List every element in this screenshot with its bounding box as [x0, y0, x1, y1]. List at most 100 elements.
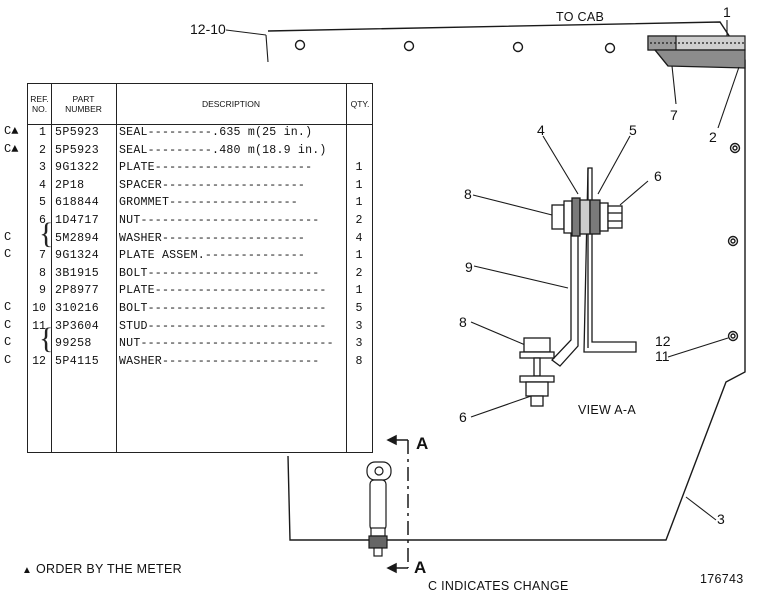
description: WASHER--------------------: [119, 231, 306, 245]
plate-outline: [267, 21, 746, 541]
change-mark: C: [4, 352, 12, 367]
quantity: 1: [355, 249, 363, 263]
change-mark: C: [4, 317, 12, 332]
bolt-hole: [403, 40, 415, 52]
view-label: VIEW A-A: [578, 403, 636, 417]
quantity: 5: [355, 302, 363, 315]
quantity: 8: [355, 354, 363, 368]
description: PLATE------------------------: [119, 284, 327, 298]
header-description: DESCRIPTION: [201, 99, 261, 109]
callout-8-top: 8: [464, 186, 472, 202]
callout-8-bottom: 8: [459, 314, 467, 330]
description: STUD-------------------------: [119, 319, 327, 333]
description: PLATE ASSEM.--------------: [119, 249, 306, 263]
section-letter-top: A: [416, 434, 429, 453]
description: NUT---------------------------: [119, 337, 334, 351]
stud-assembly: [366, 461, 392, 557]
callout-2: 2: [709, 129, 717, 145]
table-row: 4 2P18 SPACER-------------------- 1: [28, 177, 372, 195]
callout-11: 11: [655, 348, 670, 364]
drawing-number: 176743: [700, 572, 744, 586]
ref-no: 4: [39, 178, 46, 192]
callout-6-top: 6: [654, 168, 662, 184]
nut-washer: [732, 145, 738, 151]
description: GROMMET------------------: [119, 196, 298, 210]
part-number: 3B1915: [55, 266, 100, 280]
callout-7: 7: [670, 107, 678, 123]
part-number: 9G1324: [55, 249, 100, 263]
table-row: 1 5P5923 SEAL---------.635 m(25 in.): [28, 124, 372, 142]
section-letter-bottom: A: [414, 558, 427, 577]
callout-3: 3: [717, 511, 725, 527]
brace-ref-6: {: [39, 217, 54, 250]
change-mark: C: [4, 229, 12, 244]
meter-mark-icon: ▲: [22, 565, 33, 576]
ref-no: 12: [32, 354, 46, 368]
ref-no: 1: [39, 126, 46, 139]
change-mark: C▲: [4, 141, 19, 156]
section-line: [386, 434, 409, 574]
ref-no: 11: [32, 319, 46, 333]
ref-no: 5: [39, 196, 46, 210]
change-note: C INDICATES CHANGE: [428, 579, 569, 593]
bracket-assembly: [519, 167, 637, 407]
callout-9: 9: [465, 259, 473, 275]
part-number: 2P8977: [55, 284, 100, 298]
quantity: 2: [355, 214, 363, 227]
callout-1: 1: [723, 4, 731, 20]
change-mark: C: [4, 300, 12, 314]
part-number: 2P18: [55, 178, 85, 192]
description: WASHER----------------------: [119, 354, 320, 368]
description: SEAL---------.480 m(18.9 in.): [119, 143, 327, 157]
ref-no: 9: [39, 284, 46, 298]
quantity: 4: [355, 231, 363, 245]
part-number: 5P5923: [55, 126, 100, 139]
nut-washer: [727, 330, 739, 342]
header-qty: QTY.: [350, 99, 370, 109]
bolt-hole: [294, 39, 306, 51]
callout-6-bottom: 6: [459, 409, 467, 425]
description: NUT-------------------------: [119, 214, 320, 227]
description: BOLT------------------------: [119, 266, 320, 280]
ref-no: 8: [39, 266, 46, 280]
callout-5: 5: [629, 122, 637, 138]
description: SEAL---------.635 m(25 in.): [119, 126, 313, 139]
bolt-hole: [512, 41, 524, 53]
description: SPACER--------------------: [119, 178, 306, 192]
table-row: 5 618844 GROMMET------------------ 1: [28, 194, 372, 212]
part-number: 310216: [55, 302, 100, 315]
part-number: 99258: [55, 337, 92, 351]
quantity: 1: [355, 196, 363, 210]
part-number: 9G1322: [55, 161, 100, 175]
header-ref: REF.NO.: [30, 94, 49, 114]
ref-no: 3: [39, 161, 46, 175]
to-cab-label: TO CAB: [556, 10, 605, 24]
part-number: 1D4717: [55, 214, 100, 227]
change-mark: C: [4, 247, 12, 262]
change-mark: C▲: [4, 124, 19, 138]
table-row: 9 2P8977 PLATE------------------------ 1: [28, 282, 372, 300]
part-number: 618844: [55, 196, 100, 210]
nut-washer: [729, 142, 741, 154]
quantity: 1: [355, 161, 363, 175]
description: PLATE----------------------: [119, 161, 313, 175]
brace-ref-11: {: [39, 322, 54, 355]
nut-washer: [727, 235, 739, 247]
quantity: 1: [355, 284, 363, 298]
description: BOLT-------------------------: [119, 302, 327, 315]
quantity: 1: [355, 178, 363, 192]
nut-washer: [730, 238, 736, 244]
ref-no: 2: [39, 143, 46, 157]
